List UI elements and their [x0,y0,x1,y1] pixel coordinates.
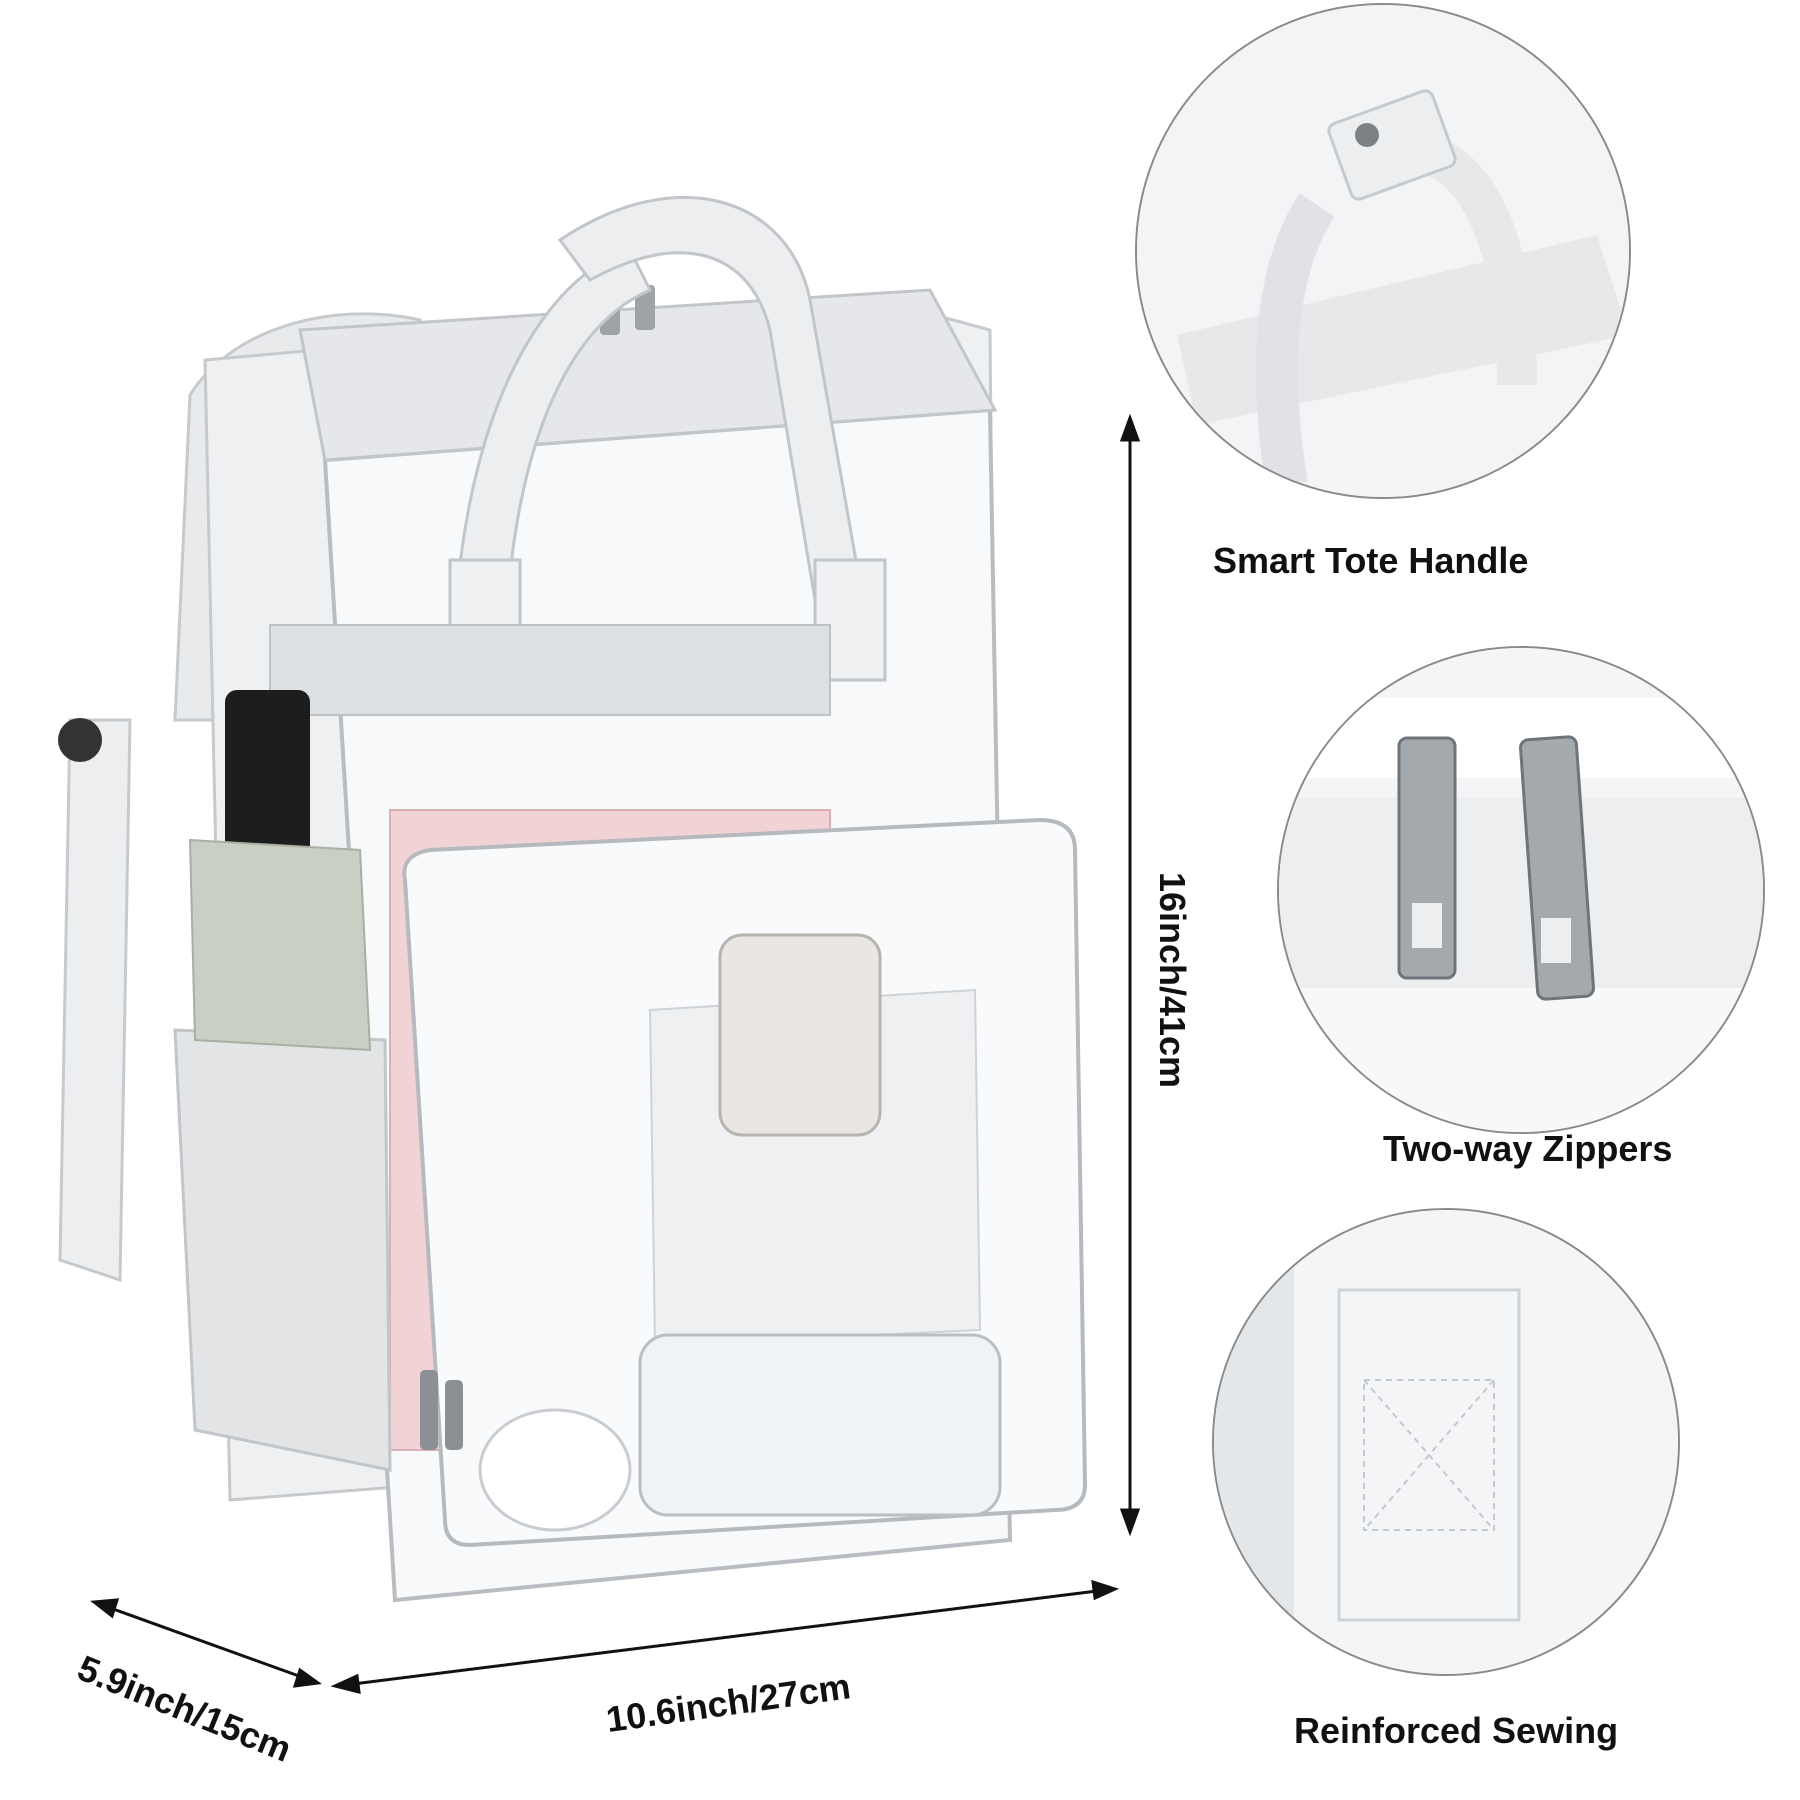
height-label: 16inch/41cm [1152,872,1193,1088]
detail-tote-handle [1135,3,1631,499]
tote-handle-right [557,196,872,663]
feature-label-zippers: Two-way Zippers [1383,1128,1673,1169]
umbrella-canopy [188,838,372,1052]
depth-arrow [90,1598,322,1688]
phone [718,933,882,1137]
mouse [478,1408,632,1532]
zipper-pull-right [1519,735,1595,1001]
tote-handle-left [453,248,653,643]
front-zipper-pulls [420,1370,463,1450]
height-arrow [1119,413,1141,1537]
feature-label-reinforced-sewing: Reinforced Sewing [1294,1710,1619,1751]
feature-label-tote-handle: Smart Tote Handle [1213,540,1529,581]
pencil-case [638,1333,1002,1517]
depth-label: 5.9inch/15cm [72,1647,297,1770]
umbrella [225,690,310,870]
laptop [269,624,831,716]
width-label: 10.6inch/27cm [604,1665,853,1740]
strap-buckle [58,718,102,762]
width-arrow [330,1579,1120,1694]
detail-reinforced-sewing [1212,1208,1680,1676]
detail-zippers [1277,646,1765,1134]
shoulder-strap-lower [58,718,132,1283]
side-mesh-pocket [173,1028,392,1472]
snap-button [1355,123,1379,147]
